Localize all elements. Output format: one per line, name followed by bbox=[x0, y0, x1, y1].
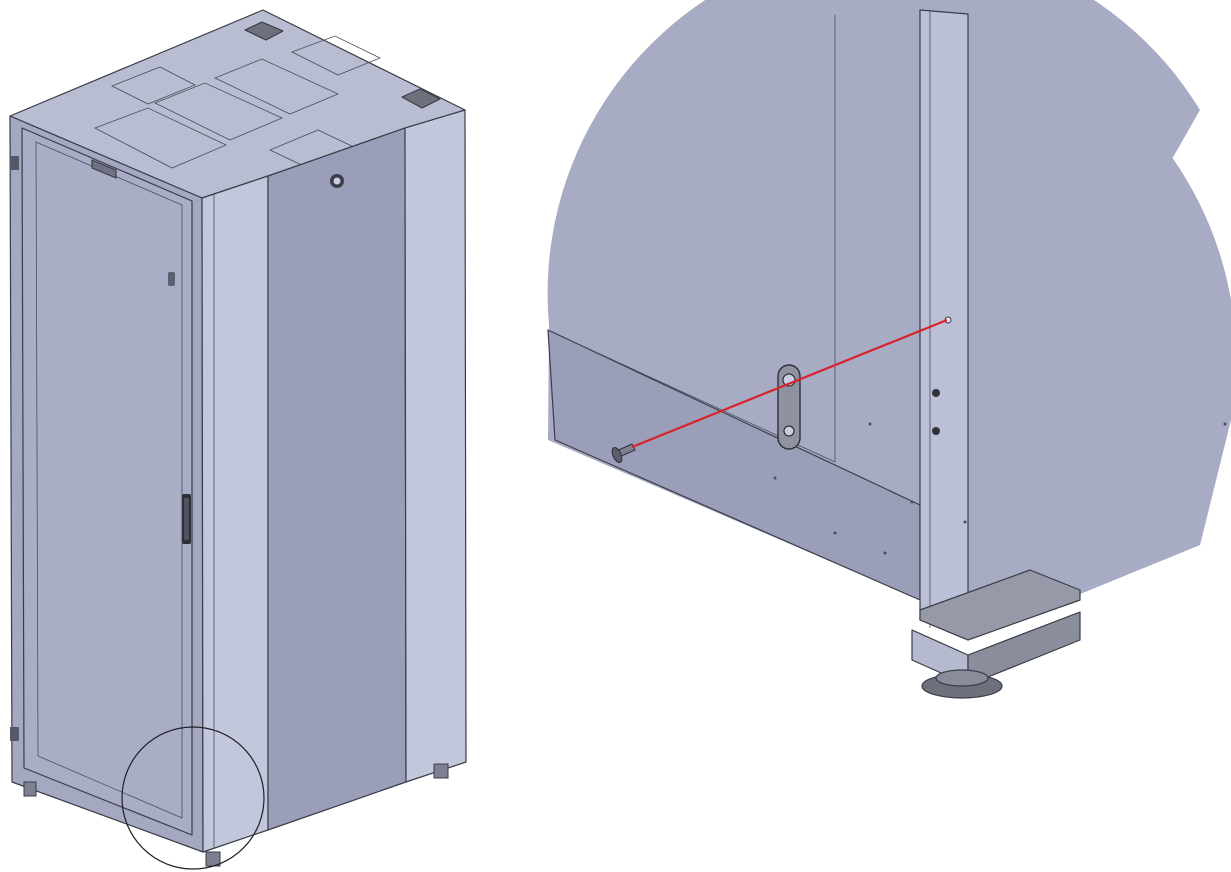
screw-icon bbox=[611, 443, 636, 463]
detail-view bbox=[547, 0, 1231, 699]
rivet-dots bbox=[773, 422, 1227, 555]
strap-icon bbox=[777, 364, 801, 450]
detail-callout-circle bbox=[121, 726, 265, 870]
top-corner-pad bbox=[401, 88, 441, 109]
post-mount-hole bbox=[932, 427, 940, 435]
nameplate bbox=[91, 159, 117, 179]
top-vent-panels bbox=[94, 35, 381, 171]
detail-corner-post bbox=[919, 9, 969, 641]
detail-side-surface bbox=[968, 18, 1231, 640]
front-door bbox=[21, 127, 193, 836]
cabinet-overview bbox=[9, 9, 467, 870]
side-panel bbox=[267, 127, 407, 831]
leveling-feet bbox=[23, 763, 449, 867]
round-lock-icon bbox=[330, 174, 344, 188]
keyhole-lock-icon bbox=[168, 272, 175, 286]
door-hinge bbox=[10, 156, 19, 170]
handle-icon bbox=[182, 494, 191, 544]
detail-foot-bracket bbox=[911, 569, 1081, 699]
front-corner-post bbox=[201, 175, 269, 853]
assembly-leader-line bbox=[631, 318, 948, 449]
top-corner-pad bbox=[244, 21, 284, 41]
post-mount-hole bbox=[932, 389, 940, 397]
door-hinge bbox=[10, 727, 19, 741]
rear-corner-post bbox=[404, 109, 467, 783]
